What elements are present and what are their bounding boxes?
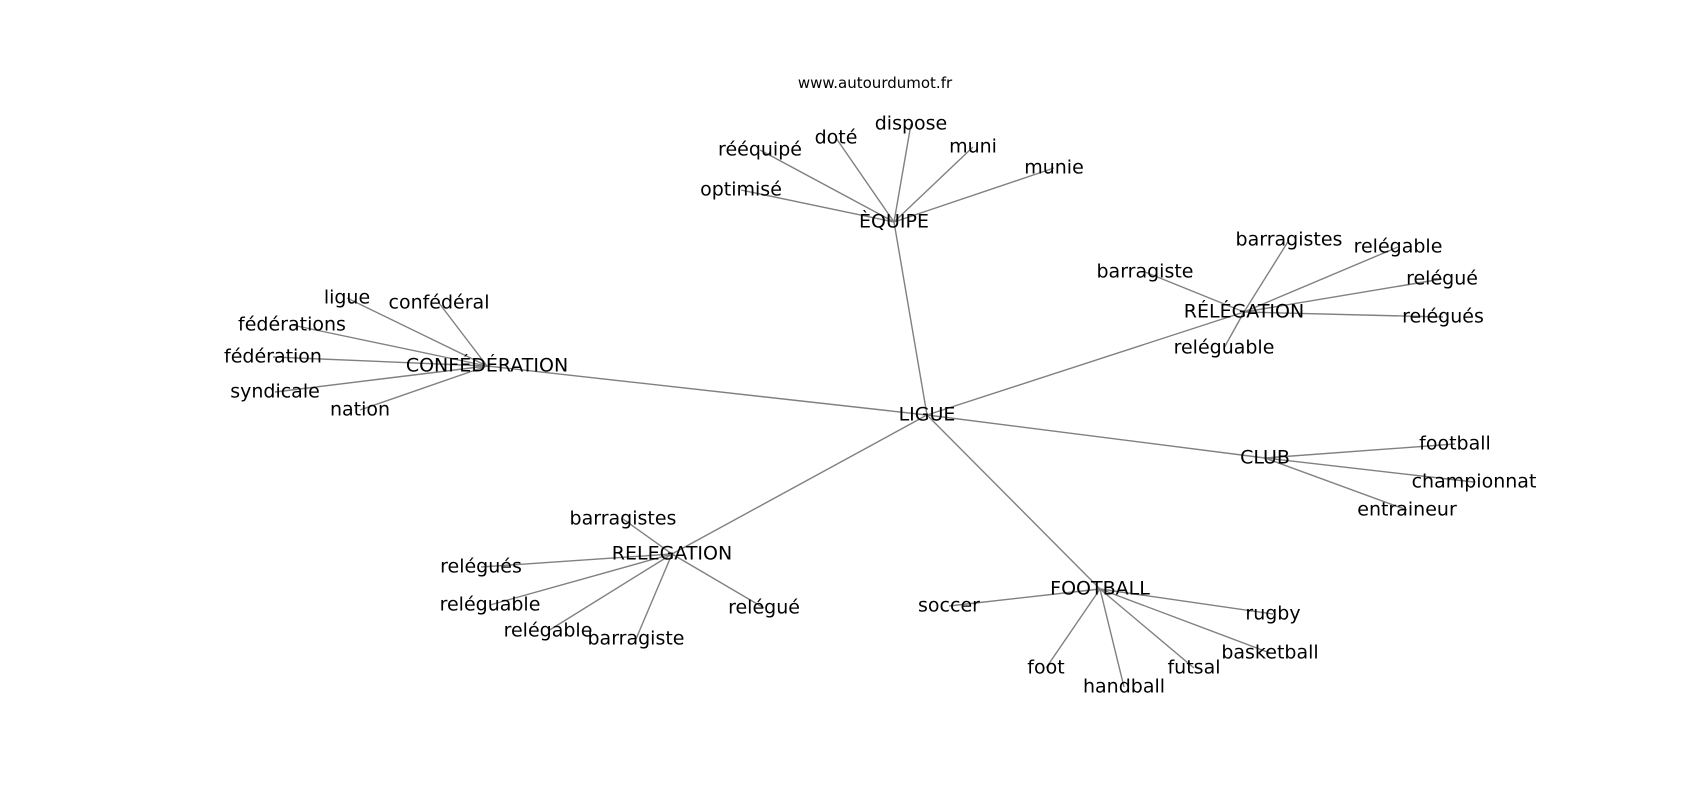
leaf-node-confederation-federations: fédérations — [238, 314, 346, 336]
hub-node-club: CLUB — [1240, 447, 1290, 469]
edge-relegation-to-barragistes — [1243, 239, 1290, 313]
edge-relegation-to-barragistes — [622, 518, 673, 555]
edge-equipe-to-reequipe — [759, 149, 895, 223]
leaf-node-relegation-barragiste: barragiste — [1096, 261, 1193, 283]
edge-ligue-to-club — [926, 414, 1266, 459]
leaf-node-relegation-barragistes: barragistes — [570, 508, 677, 530]
leaf-node-confederation-syndicale: syndicale — [230, 381, 320, 403]
leaf-node-football-rugby: rugby — [1245, 603, 1300, 625]
source-watermark: www.autourdumot.fr — [798, 74, 953, 92]
edge-equipe-to-dispose — [893, 123, 912, 223]
leaf-node-confederation-ligue: ligue — [324, 287, 370, 309]
leaf-node-relegation-releguable: reléguable — [1174, 337, 1275, 359]
leaf-node-equipe-dispose: dispose — [875, 113, 948, 135]
leaf-node-equipe-muni: muni — [949, 136, 997, 158]
edge-relegation-to-relegable — [547, 553, 673, 632]
edges-layer — [272, 123, 1475, 688]
edge-ligue-to-football — [926, 414, 1101, 590]
edge-football-to-handball — [1099, 588, 1125, 688]
edge-relegation-to-releguable — [489, 553, 673, 606]
center-node-ligue: LIGUE — [899, 404, 956, 426]
leaf-node-confederation-federation: fédération — [224, 346, 322, 368]
hub-node-football: FOOTBALL — [1050, 578, 1150, 600]
edge-football-to-basketball — [1099, 588, 1271, 654]
leaf-node-club-football: football — [1419, 433, 1491, 455]
leaf-node-relegation-relegue: relégué — [728, 597, 800, 619]
edge-relegation-to-releguable — [1223, 311, 1245, 349]
leaf-node-relegation-releguable: reléguable — [440, 594, 541, 616]
edge-football-to-foot — [1045, 588, 1101, 669]
leaf-node-relegation-barragistes: barragistes — [1236, 229, 1343, 251]
edge-relegation-to-relegues — [1243, 311, 1444, 318]
leaf-node-club-championnat: championnat — [1412, 471, 1537, 493]
leaf-node-relegation-relegable: relégable — [1354, 236, 1443, 258]
edge-ligue-to-confederation — [486, 365, 928, 416]
hub-node-relegation: RÉLÉGATION — [1184, 300, 1304, 323]
leaf-node-football-foot: foot — [1027, 657, 1064, 679]
edge-confederation-to-federations — [291, 324, 488, 367]
edge-confederation-to-syndicale — [274, 365, 488, 393]
leaf-node-relegation-relegue: relégué — [1406, 268, 1478, 290]
leaf-node-relegation-relegable: relégable — [504, 620, 593, 642]
leaf-node-equipe-optimise: optimisé — [700, 179, 782, 201]
edge-confederation-to-nation — [359, 365, 488, 411]
edge-equipe-to-optimise — [740, 189, 895, 223]
leaf-node-football-handball: handball — [1083, 676, 1165, 698]
edge-equipe-to-munie — [893, 167, 1055, 223]
edge-equipe-to-dote — [835, 137, 895, 223]
edge-relegation-to-barragiste — [635, 553, 673, 640]
leaf-node-football-basketball: basketball — [1221, 642, 1318, 664]
edge-club-to-entraineur — [1264, 457, 1408, 511]
leaf-node-club-entraineur: entraineur — [1357, 499, 1457, 521]
leaf-node-confederation-nation: nation — [330, 399, 390, 421]
edge-football-to-futsal — [1099, 588, 1195, 669]
edge-relegation-to-relegue — [671, 553, 765, 609]
edge-relegation-to-relegue — [1243, 278, 1443, 313]
edge-ligue-to-relegation — [671, 414, 928, 555]
hub-node-equipe: ÈQUIPE — [859, 210, 929, 233]
leaf-node-relegation-relegues: relégués — [1402, 306, 1484, 328]
edge-relegation-to-relegues — [480, 553, 673, 568]
hub-node-relegation: RELEGATION — [612, 543, 732, 565]
edge-ligue-to-equipe — [893, 221, 928, 416]
edge-confederation-to-confederal — [438, 302, 488, 367]
edge-football-to-soccer — [948, 588, 1101, 607]
hub-node-confederation: CONFÉDÉRATION — [406, 354, 568, 377]
edge-relegation-to-barragiste — [1144, 271, 1245, 313]
leaf-node-equipe-dote: doté — [815, 127, 858, 149]
leaf-node-football-soccer: soccer — [918, 595, 980, 617]
leaf-node-equipe-reequipe: rééquipé — [718, 139, 802, 161]
leaf-node-football-futsal: futsal — [1167, 657, 1220, 679]
edge-ligue-to-relegation — [926, 311, 1245, 416]
edge-football-to-rugby — [1099, 588, 1274, 615]
edge-equipe-to-muni — [893, 146, 974, 223]
leaf-node-equipe-munie: munie — [1024, 157, 1084, 179]
leaf-node-relegation-barragiste: barragiste — [587, 628, 684, 650]
edge-confederation-to-ligue — [346, 297, 488, 367]
edge-confederation-to-federation — [272, 356, 488, 367]
edge-club-to-football — [1264, 443, 1456, 459]
leaf-node-relegation-relegues: relégués — [440, 556, 522, 578]
edge-relegation-to-relegable — [1243, 246, 1399, 313]
edge-club-to-championnat — [1264, 457, 1475, 483]
leaf-node-confederation-confederal: confédéral — [389, 292, 490, 314]
